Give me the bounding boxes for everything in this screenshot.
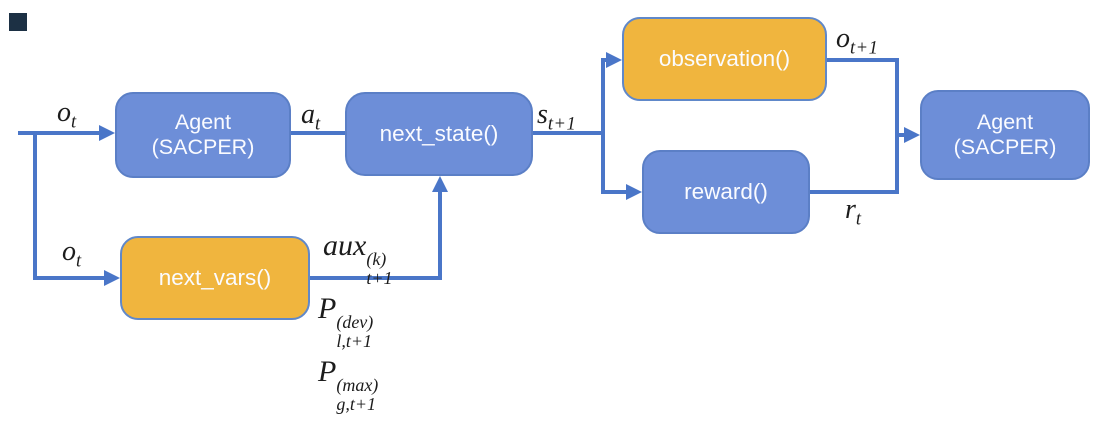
label-observation-t-bottom: ot <box>62 236 82 271</box>
agent-output-label-line1: Agent <box>976 109 1034 134</box>
connector-action <box>291 131 345 135</box>
agent-output-label-line2: (SACPER) <box>953 135 1057 159</box>
connector-vars-out <box>310 276 442 280</box>
arrowhead-into-agent-out <box>904 127 920 143</box>
agent-input-label-line2: (SACPER) <box>151 135 255 159</box>
connector-reward-out <box>808 190 899 194</box>
observation-label: observation() <box>658 45 791 71</box>
node-next-vars: next_vars() <box>120 236 310 320</box>
connector-to-agent-out <box>895 133 907 137</box>
node-observation: observation() <box>622 17 827 101</box>
label-observation-t-top: ot <box>57 97 77 132</box>
arrowhead-into-next-vars <box>104 270 120 286</box>
connector-input-bottom <box>33 276 107 280</box>
connector-merge <box>895 58 899 194</box>
label-aux-vars: aux(k)t+1 <box>323 229 393 289</box>
node-agent-input: Agent (SACPER) <box>115 92 291 178</box>
label-p-dev: P(dev)l,t+1 <box>318 292 374 352</box>
corner-mark <box>9 13 27 31</box>
connector-state-split <box>601 58 605 194</box>
reward-label: reward() <box>684 178 768 204</box>
next-vars-label: next_vars() <box>158 264 272 290</box>
arrowhead-into-next-state <box>432 176 448 192</box>
next-state-label: next_state() <box>379 120 499 146</box>
connector-state-out <box>532 131 605 135</box>
connector-observation-out <box>825 58 899 62</box>
connector-to-reward <box>601 190 630 194</box>
node-next-state: next_state() <box>345 92 533 176</box>
label-reward-t: rt <box>845 194 862 229</box>
label-observation-t-plus-1: ot+1 <box>836 23 879 58</box>
connector-vars-up <box>438 190 442 280</box>
label-action-t: at <box>301 99 321 134</box>
arrowhead-into-agent-in <box>99 125 115 141</box>
label-p-max: P(max)g,t+1 <box>318 355 379 415</box>
connector-input-top <box>18 131 102 135</box>
node-reward: reward() <box>642 150 810 234</box>
arrowhead-into-reward <box>626 184 642 200</box>
arrowhead-into-observation <box>606 52 622 68</box>
connector-input-branch <box>33 131 37 280</box>
label-state-t-plus-1: st+1 <box>537 99 577 134</box>
connector-to-observation <box>601 58 610 62</box>
node-agent-output: Agent (SACPER) <box>920 90 1090 180</box>
agent-input-label-line1: Agent <box>174 109 232 134</box>
